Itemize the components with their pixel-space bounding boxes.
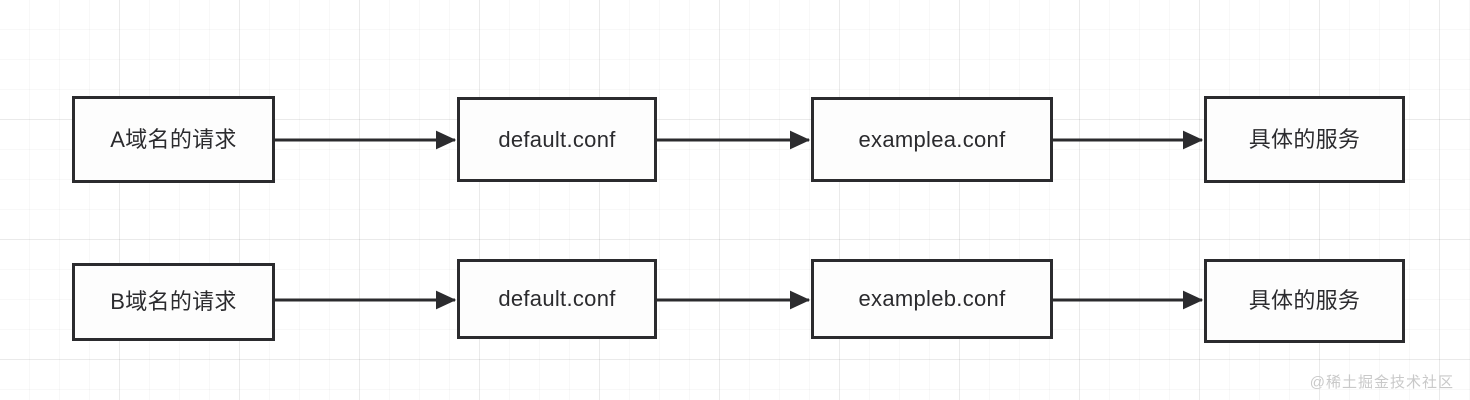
flow-node-label: default.conf xyxy=(498,126,616,152)
flow-node-label: B域名的请求 xyxy=(110,289,237,314)
flow-node-label: examplea.conf xyxy=(858,126,1006,152)
watermark: @稀土掘金技术社区 xyxy=(1309,374,1454,391)
flow-node-b-request[interactable]: B域名的请求 xyxy=(72,263,275,341)
flow-node-a-service[interactable]: 具体的服务 xyxy=(1204,96,1405,183)
flow-node-label: default.conf xyxy=(498,286,616,311)
flow-node-a-default-conf[interactable]: default.conf xyxy=(457,97,657,182)
flow-node-label: 具体的服务 xyxy=(1248,288,1361,313)
flow-node-label: A域名的请求 xyxy=(110,126,237,152)
flow-node-a-examplea-conf[interactable]: examplea.conf xyxy=(811,97,1053,182)
flow-node-label: exampleb.conf xyxy=(858,286,1006,311)
flow-node-a-request[interactable]: A域名的请求 xyxy=(72,96,275,183)
flow-node-b-exampleb-conf[interactable]: exampleb.conf xyxy=(811,259,1053,339)
flow-node-b-default-conf[interactable]: default.conf xyxy=(457,259,657,339)
flow-node-b-service[interactable]: 具体的服务 xyxy=(1204,259,1405,343)
flow-node-label: 具体的服务 xyxy=(1248,126,1361,152)
